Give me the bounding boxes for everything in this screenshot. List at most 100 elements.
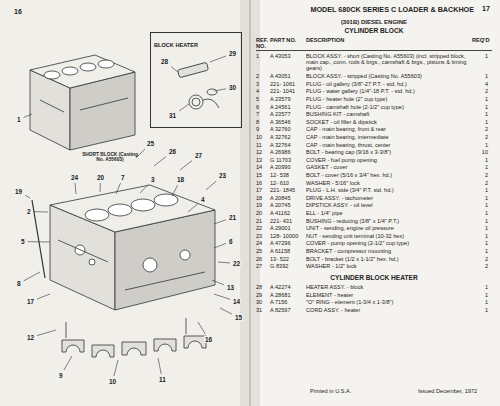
table-cell: A 43053 (270, 53, 306, 72)
table-cell: 6 (256, 104, 270, 110)
table-cell: 2 (472, 256, 488, 262)
leader-line (171, 67, 178, 72)
table-cell: 28 (256, 284, 270, 290)
bearing-caps (62, 318, 206, 357)
table-cell: 221- 1041 (270, 88, 306, 94)
leader-line (116, 183, 121, 194)
table-cell: 1 (472, 73, 488, 79)
callout-number: 20 (96, 174, 105, 181)
leader-line (158, 358, 161, 374)
callout-number: 19 (14, 188, 23, 195)
table-cell: 13 (256, 157, 270, 163)
table-cell: 10 (472, 149, 488, 155)
callout-number: 7 (120, 174, 126, 181)
callout-number: 8 (16, 280, 22, 287)
table-cell: ELEMENT - heater (306, 292, 472, 298)
short-block (30, 55, 135, 150)
table-cell: 1 (472, 233, 488, 239)
leader-line (75, 183, 77, 194)
table-cell: DRIVE ASSY. - tachometer (306, 195, 472, 201)
table-row: 28A 42274HEATER ASSY. - block1 (256, 283, 492, 291)
table-cell: A 20845 (270, 195, 306, 201)
callout-number: 17 (26, 298, 35, 305)
table-cell: 12- 610 (270, 180, 306, 186)
table-cell: 2 (472, 126, 488, 132)
table-cell: A 32764 (270, 142, 306, 148)
table-cell: 13- 522 (270, 256, 306, 262)
table-row: 1A 43053BLOCK ASSY. - short (Casting No.… (256, 52, 492, 72)
table-row: 2613- 522BOLT - bracket (1/2 x 1-1/2" he… (256, 255, 492, 263)
table-cell: 19 (256, 202, 270, 208)
parts-table: REF. NO.PART NO.DESCRIPTIONREQ'D1A 43053… (256, 36, 492, 314)
table-cell: BUSHING - reducing (3/8" x 1/4" P.T.) (306, 218, 472, 224)
callout-number: 30 (228, 84, 237, 91)
table-cell: 7 (256, 111, 270, 117)
leader-line (24, 272, 40, 281)
table-cell: ELL - 1/4" pipe (306, 210, 472, 216)
table-cell: 21 (256, 218, 270, 224)
callout-number: 23 (218, 172, 227, 179)
table-cell: 1 (472, 307, 488, 313)
table-cell: BOLT - bracket (1/2 x 1-1/2" hex. hd.) (306, 256, 472, 262)
table-cell: 26 (256, 256, 270, 262)
table-cell: A 41162 (270, 210, 306, 216)
table-cell: 27 (256, 263, 270, 269)
table-cell: 14 (256, 164, 270, 170)
table-cell: 1 (472, 299, 488, 305)
footer-note: Issued December, 1972 (418, 388, 477, 394)
table-cell: 2 (256, 73, 270, 79)
leader-line (100, 183, 101, 192)
table-row: 20A 41162ELL - 1/4" pipe1 (256, 209, 492, 217)
leader-line (64, 356, 72, 370)
table-cell: PLUG - camshaft hole (2-1/2" cup type) (306, 104, 472, 110)
table-cell: G 8392 (270, 263, 306, 269)
table-row: 19A 20745DIPSTICK ASSY. - oil level1 (256, 202, 492, 210)
table-cell: 1 (472, 210, 488, 216)
table-cell: A 23577 (270, 111, 306, 117)
inset-box: BLOCK HEATER (150, 32, 242, 128)
table-row: 22A 29001UNIT - sending, engine oil pres… (256, 225, 492, 233)
callout-number: 12 (26, 334, 35, 341)
stripped-block (32, 185, 215, 310)
table-cell: CAP - main bearing, intermediate (306, 134, 472, 140)
gutter (250, 0, 251, 406)
table-cell: GASKET - cover (306, 164, 472, 170)
table-cell: 5 (256, 96, 270, 102)
callout-number: 26 (168, 148, 177, 155)
table-cell: 2 (472, 180, 488, 186)
table-cell: BLOCK ASSY. - stripped (Casting No. A556… (306, 73, 472, 79)
table-cell: PLUG - heater hole (2" cup type) (306, 96, 472, 102)
table-cell: REF. NO. (256, 37, 270, 50)
table-cell: BRACKET - compressor mounting (306, 248, 472, 254)
leader-line (24, 114, 32, 118)
table-cell: 22 (256, 225, 270, 231)
table-cell: 20 (256, 210, 270, 216)
table-cell: REQ'D (472, 37, 488, 50)
table-row: 29A 28681ELEMENT - heater1 (256, 291, 492, 299)
callout-number: 10 (108, 378, 117, 385)
table-cell: 1 (472, 119, 488, 125)
table-cell: A 47296 (270, 240, 306, 246)
callout-number: 31 (168, 112, 177, 119)
table-cell: A 32760 (270, 126, 306, 132)
callout-number: 11 (158, 376, 167, 383)
table-row: 7A 23577BUSHING KIT - camshaft1 (256, 111, 492, 119)
table-cell: 10 (256, 134, 270, 140)
right-page (250, 0, 500, 406)
table-row: 1512- 538BOLT - cover (5/16 x 3/4" hex. … (256, 171, 492, 179)
table-cell: "O" RING - element (1-3/4 x 1-3/8") (306, 299, 472, 305)
leader-line (140, 185, 148, 193)
callout-number: 15 (234, 314, 243, 321)
table-cell: 12 (256, 149, 270, 155)
table-cell: 1 (472, 292, 488, 298)
table-row: 9A 32760CAP - main bearing, front & rear… (256, 126, 492, 134)
table-row: 23128- 10000NUT - sending unit terminal … (256, 232, 492, 240)
table-cell: 221- 1061 (270, 81, 306, 87)
callout-number: 3 (150, 176, 156, 183)
section-heading: CYLINDER BLOCK HEATER (256, 274, 492, 281)
left-page (0, 0, 250, 406)
table-cell: 31 (256, 307, 270, 313)
callout-number: 13 (226, 284, 235, 291)
table-cell: 9 (256, 126, 270, 132)
callout-number: 1 (16, 116, 22, 123)
